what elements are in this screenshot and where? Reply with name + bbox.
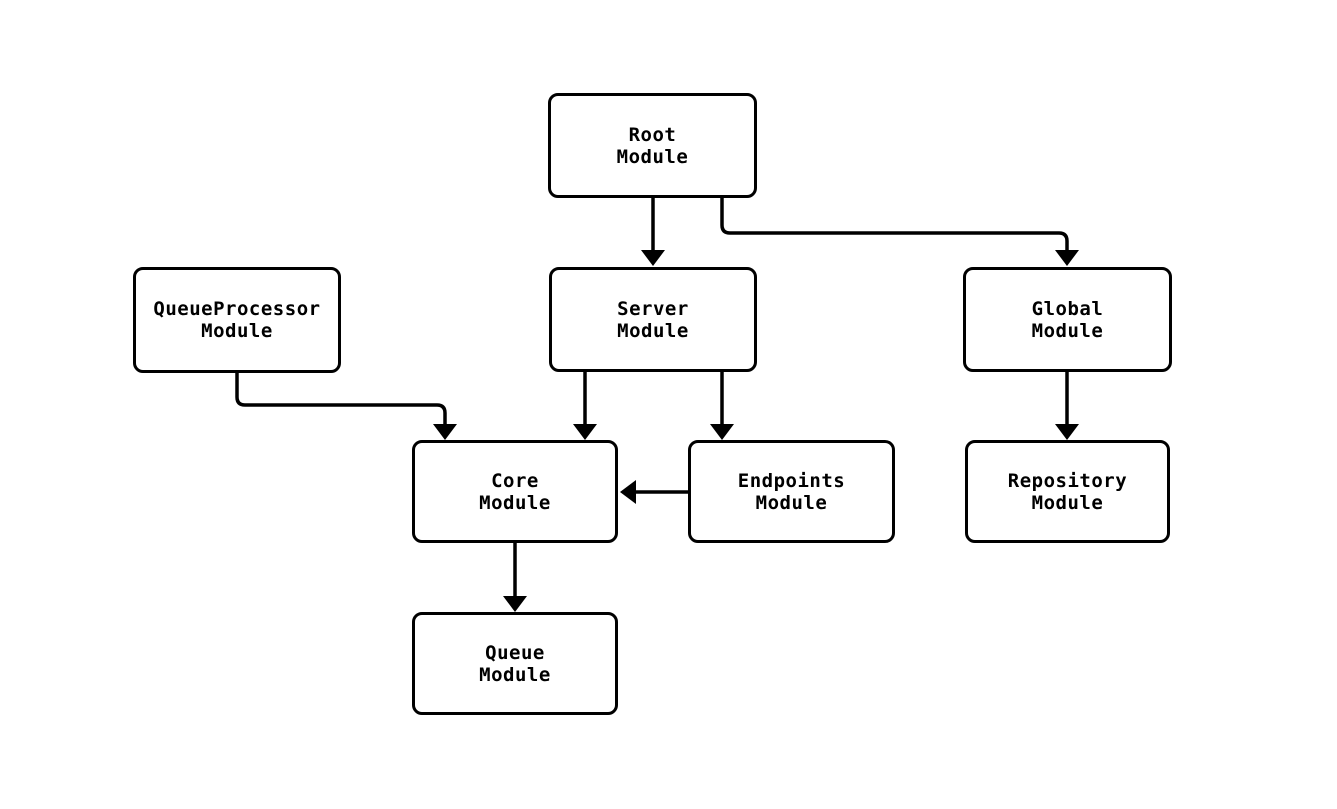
edge-queueprocessor-to-core <box>235 373 457 440</box>
edge-server-to-endpoints <box>710 372 734 440</box>
edge-endpoints-to-core <box>620 480 688 504</box>
node-repository-module: Repository Module <box>965 440 1170 543</box>
node-core-module: Core Module <box>412 440 618 543</box>
edge-global-to-repository <box>1055 372 1079 440</box>
arrowhead-down-icon <box>1055 424 1079 440</box>
arrowhead-down-icon <box>710 424 734 440</box>
node-label-line1: Root <box>628 123 677 146</box>
node-global-module: Global Module <box>963 267 1172 372</box>
node-label-line2: Module <box>479 491 551 514</box>
node-label-line1: Queue <box>485 641 545 664</box>
node-label-line1: Core <box>491 469 539 492</box>
node-label-line2: Module <box>755 491 828 514</box>
node-queueprocessor-module: QueueProcessor Module <box>133 267 341 373</box>
edge-root-to-server <box>641 198 665 266</box>
arrowhead-left-icon <box>620 480 636 504</box>
node-root-module: Root Module <box>548 93 757 198</box>
node-label-line2: Module <box>479 663 551 686</box>
arrowhead-down-icon <box>641 250 665 266</box>
node-label-line2: Module <box>616 145 689 168</box>
node-label-line1: QueueProcessor <box>153 298 321 320</box>
node-label-line2: Module <box>201 320 273 342</box>
node-label-line1: Endpoints <box>737 469 846 492</box>
arrowhead-down-icon <box>433 424 457 440</box>
arrowhead-down-icon <box>573 424 597 440</box>
node-label-line1: Global <box>1031 297 1104 320</box>
node-label-line2: Module <box>617 319 689 342</box>
edge-line <box>235 373 447 426</box>
arrowhead-down-icon <box>503 596 527 612</box>
node-label-line1: Server <box>617 297 689 320</box>
edge-server-to-core <box>573 372 597 440</box>
edge-core-to-queue <box>503 543 527 612</box>
node-label-line2: Module <box>1031 491 1104 514</box>
node-queue-module: Queue Module <box>412 612 618 715</box>
node-label-line1: Repository <box>1007 469 1128 492</box>
edge-root-to-global <box>720 198 1079 266</box>
arrowhead-down-icon <box>1055 250 1079 266</box>
node-endpoints-module: Endpoints Module <box>688 440 895 543</box>
edge-line <box>720 198 1069 252</box>
node-server-module: Server Module <box>549 267 757 372</box>
node-label-line2: Module <box>1031 319 1104 342</box>
